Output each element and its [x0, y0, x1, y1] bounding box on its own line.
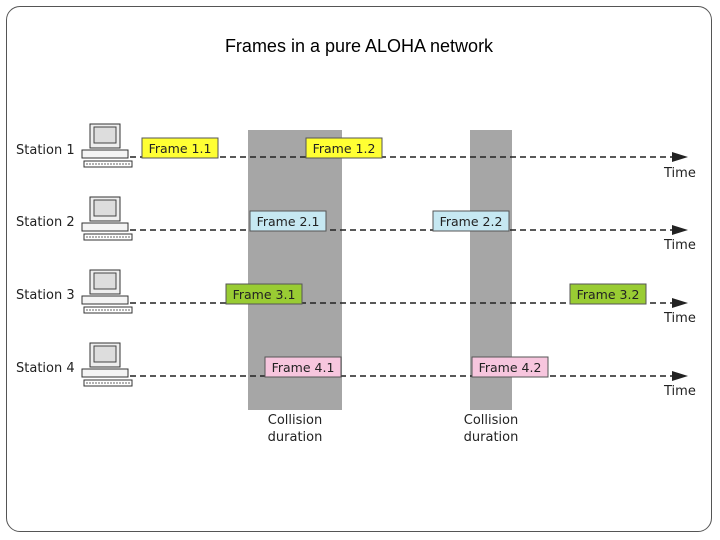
frame-1-2-label: Frame 1.2 [313, 141, 376, 156]
slide-frame [6, 6, 712, 532]
frame-3-2-label: Frame 3.2 [577, 287, 640, 302]
frame-2-1-label: Frame 2.1 [257, 214, 320, 229]
station-row-1: Station 1 Time Frame 1.1 Frame 1.2 [16, 123, 696, 181]
frame-4-1-label: Frame 4.1 [272, 360, 335, 375]
frame-2-2 [432, 210, 510, 232]
timeline-arrow [672, 371, 688, 381]
time-label: Time [663, 238, 696, 253]
station-label: Station 4 [16, 361, 75, 376]
time-label: Time [663, 384, 696, 399]
timeline-arrow [672, 298, 688, 308]
frame-4-2 [471, 356, 549, 378]
frame-1-2 [305, 137, 383, 159]
collision-label-1a: Collision [268, 413, 322, 428]
frame-2-2-label: Frame 2.2 [440, 214, 503, 229]
frame-3-2 [569, 283, 647, 305]
time-label: Time [663, 166, 696, 181]
frame-1-1 [141, 137, 219, 159]
station-row-4: Station 4 Time Frame 4.1 Frame 4.2 [16, 342, 696, 399]
frame-2-1 [249, 210, 327, 232]
collision-label-2b: duration [464, 430, 519, 445]
station-row-2: Station 2 Time Frame 2.1 Frame 2.2 [16, 196, 696, 253]
frame-4-2-label: Frame 4.2 [479, 360, 542, 375]
page-title: Frames in a pure ALOHA network [224, 36, 494, 56]
computer-icon [81, 269, 133, 314]
station-row-3: Station 3 Time Frame 3.1 Frame 3.2 [16, 269, 696, 326]
frame-4-1 [264, 356, 342, 378]
station-label: Station 2 [16, 215, 75, 230]
computer-icon [81, 123, 133, 168]
collision-label-1b: duration [268, 430, 323, 445]
computer-icon [81, 196, 133, 241]
frame-1-1-label: Frame 1.1 [149, 141, 212, 156]
collision-label-2a: Collision [464, 413, 518, 428]
timeline-arrow [672, 225, 688, 235]
station-label: Station 3 [16, 288, 75, 303]
frame-3-1 [225, 283, 303, 305]
time-label: Time [663, 311, 696, 326]
computer-icon [81, 342, 133, 387]
frame-3-1-label: Frame 3.1 [233, 287, 296, 302]
station-label: Station 1 [16, 143, 75, 158]
timeline-arrow [672, 152, 688, 162]
